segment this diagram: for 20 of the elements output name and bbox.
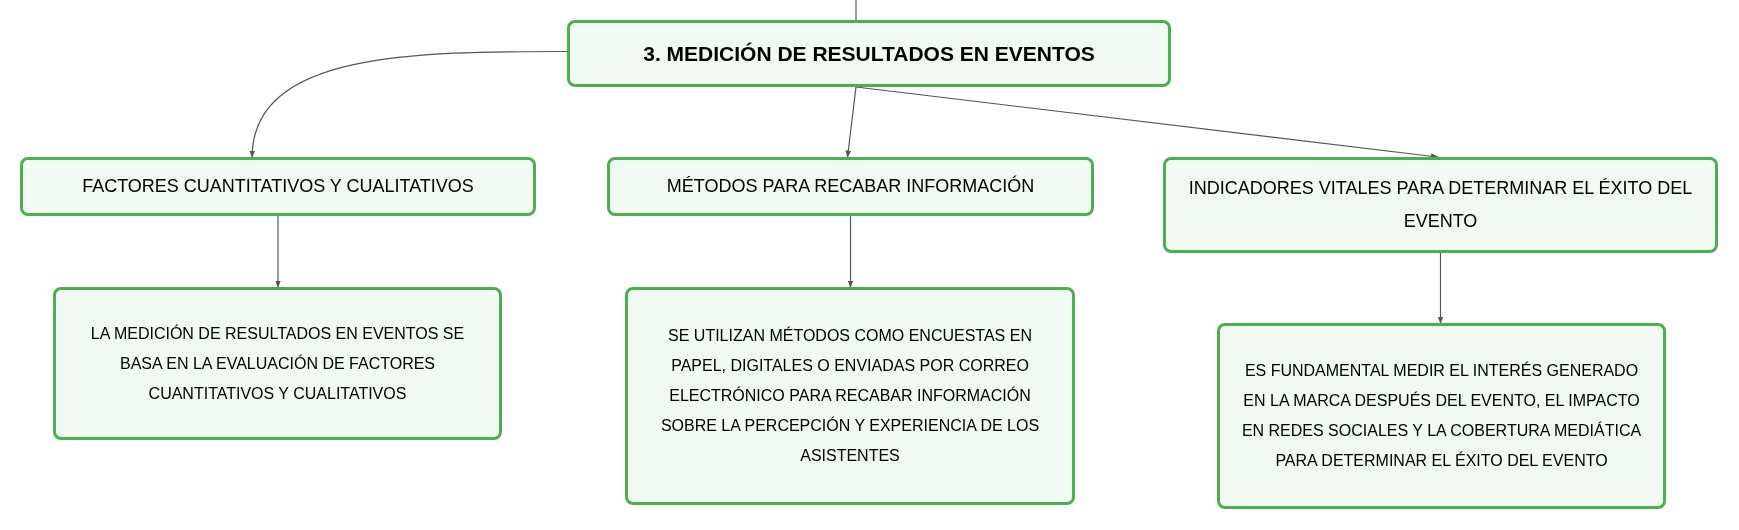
topic-box: [567, 20, 1171, 87]
subtopic-box: [53, 287, 502, 440]
topic-text: MÉTODOS PARA RECABAR INFORMACIÓN: [666, 174, 1035, 198]
topic-text: INDICADORES VITALES PARA DETERMINAR EL ÉXITO DEL EVENTO: [1187, 177, 1694, 233]
connector: [845, 86, 857, 158]
topic-text: SE UTILIZAN MÉTODOS COMO ENCUESTAS EN PAPEL, DIGITALES O ENVIADAS POR CORREO ELECTRÓNICO PARA RECABAR INFORMACIÓN SOBRE LA PERCEPCIÓN Y EXPERIENCIA DE LOS ASISTENTES: [659, 325, 1041, 466]
topic-text: LA MEDICIÓN DE RESULTADOS EN EVENTOS SE BASA EN LA EVALUACIÓN DE FACTORES CUANTITATIVOS Y CUALITATIVOS: [89, 323, 466, 404]
topic-text: ES FUNDAMENTAL MEDIR EL INTERÉS GENERADO EN LA MARCA DESPUÉS DEL EVENTO, EL IMPACTO EN REDES SOCIALES Y LA COBERTURA MEDIÁTICA PARA DETERMINAR EL ÉXITO DEL EVENTO: [1240, 360, 1643, 471]
connector: [275, 215, 281, 288]
subtopic-box: [625, 287, 1075, 505]
topic-text: FACTORES CUANTITATIVOS Y CUALITATIVOS: [82, 175, 474, 198]
connector: [250, 50, 568, 158]
subtopic-box: [607, 157, 1094, 216]
connector: [855, 0, 857, 21]
subtopic-box: [1163, 157, 1718, 253]
subtopic-box: [1217, 323, 1666, 509]
subtopic-box: [20, 157, 536, 216]
topic-title: 3. MEDICIÓN DE RESULTADOS EN EVENTOS: [643, 40, 1095, 67]
connector: [847, 215, 854, 288]
connector: [1437, 252, 1444, 324]
